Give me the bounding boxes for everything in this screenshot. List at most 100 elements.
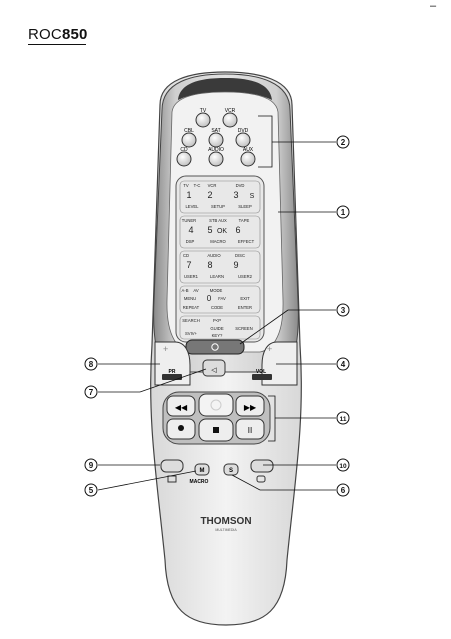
key-macro: MACRO <box>210 239 226 244</box>
device-btn-dvd: DVD <box>238 128 249 134</box>
device-button-group: TV VCR CBL SAT DVD CD AUDIO AUX <box>176 108 256 167</box>
page-mark: – <box>430 0 437 12</box>
key-ok: OK <box>217 228 227 235</box>
key-6: 6 <box>235 225 240 235</box>
m-button <box>194 463 210 476</box>
device-btn-cd: CD <box>180 147 188 153</box>
key-learn: LEARN <box>210 274 224 279</box>
key-tape: TAPE <box>239 218 250 223</box>
key-s: S <box>250 193 255 200</box>
title-underline <box>28 44 86 45</box>
key-5: 5 <box>207 225 212 235</box>
callout-markers <box>84 135 350 497</box>
key-pp: P<P <box>213 318 221 323</box>
key-tc: T-C <box>194 183 201 188</box>
model-prefix: ROC <box>28 26 62 43</box>
key-fav: FAV <box>218 296 226 301</box>
s-button <box>223 463 239 476</box>
play-icon <box>210 399 222 411</box>
info-button <box>250 459 274 473</box>
key-tuner: TUNER <box>182 218 196 223</box>
keypad-cells <box>179 180 261 340</box>
s-label: S <box>229 468 233 474</box>
brand-name: THOMSON <box>200 516 251 527</box>
key-1: 1 <box>186 190 191 200</box>
remote-top-cap <box>178 78 272 100</box>
key-tv: TV <box>183 183 189 188</box>
callout-7: 7 <box>89 388 94 397</box>
stop-icon <box>213 427 219 433</box>
pr-plus-icon: + <box>163 344 168 354</box>
key-9: 9 <box>233 260 238 270</box>
key-0: 0 <box>207 294 212 303</box>
key-dvd: DVD <box>236 183 245 188</box>
mute-button <box>202 359 226 377</box>
mute-icon: ◁ <box>211 367 217 374</box>
info-icon <box>256 475 266 483</box>
vol-label: VOL <box>256 369 266 375</box>
key-menu: MENU <box>184 296 196 301</box>
device-btn-cbl: CBL <box>184 128 194 134</box>
callout-11: 11 <box>340 416 347 423</box>
key-guide: GUIDE <box>210 326 223 331</box>
key-av: AV <box>193 288 198 293</box>
model-number: 850 <box>61 26 88 43</box>
device-btn-vcr: VCR <box>225 108 236 114</box>
key-7: 7 <box>186 260 191 270</box>
m-label: M <box>200 468 205 474</box>
device-btn-aux: AUX <box>243 147 254 153</box>
key-sleep: SLEEP <box>238 204 252 209</box>
macro-label: MACRO <box>190 479 209 485</box>
rewind-icon: ◀◀ <box>175 403 188 412</box>
vol-plus-icon: + <box>267 344 272 354</box>
key-audio: AUDIO <box>207 253 221 258</box>
callout-1: 1 <box>341 208 346 217</box>
callout-6: 6 <box>341 486 346 495</box>
pause-icon: II <box>248 426 252 435</box>
device-btn-audio: AUDIO <box>208 147 224 153</box>
key-disc: DISC <box>235 253 245 258</box>
callout-5: 5 <box>89 486 94 495</box>
callout-9: 9 <box>89 461 94 470</box>
callout-3: 3 <box>341 306 346 315</box>
callout-lines <box>97 115 336 491</box>
key-3: 3 <box>233 190 238 200</box>
callout-4: 4 <box>341 360 346 369</box>
key-enter: ENTER <box>238 305 252 310</box>
record-icon <box>178 425 184 431</box>
power-icon <box>211 343 219 351</box>
key-exit: EXIT <box>240 296 250 301</box>
key-user1: USER1 <box>184 274 199 279</box>
key-effect: EFFECT <box>238 239 255 244</box>
key-level: LEVEL <box>185 204 199 209</box>
key-ab: A-B <box>182 288 189 293</box>
key-mode: MODE <box>210 288 223 293</box>
key-vcr: VCR <box>208 183 217 188</box>
brand-tagline: MULTIMEDIA <box>215 528 237 532</box>
callout-8: 8 <box>89 360 94 369</box>
power-button <box>185 339 245 355</box>
model-title: ROC850 <box>28 26 88 43</box>
teletext-button <box>160 459 184 473</box>
key-setup: SETUP <box>211 204 225 209</box>
forward-icon: ▶▶ <box>244 403 257 412</box>
key-keyq: KEY? <box>212 333 223 338</box>
key-4: 4 <box>188 225 193 235</box>
key-8: 8 <box>207 260 212 270</box>
key-dsp: DSP <box>186 239 195 244</box>
device-btn-tv: TV <box>200 108 207 114</box>
key-user2: USER2 <box>238 274 253 279</box>
key-screen: SCREEN <box>235 326 252 331</box>
device-btn-sat: SAT <box>211 128 220 134</box>
key-stb-aux: STB AUX <box>209 218 227 223</box>
key-cd: CD <box>183 253 189 258</box>
callout-10: 10 <box>339 463 347 470</box>
key-repeat: REPEAT <box>183 305 200 310</box>
key-sviv: SVIV+ <box>185 331 198 336</box>
key-search: SEARCH <box>182 318 199 323</box>
pr-label: PR <box>169 369 176 375</box>
callout-2: 2 <box>341 138 346 147</box>
key-code: CODE <box>211 305 223 310</box>
key-2: 2 <box>207 190 212 200</box>
